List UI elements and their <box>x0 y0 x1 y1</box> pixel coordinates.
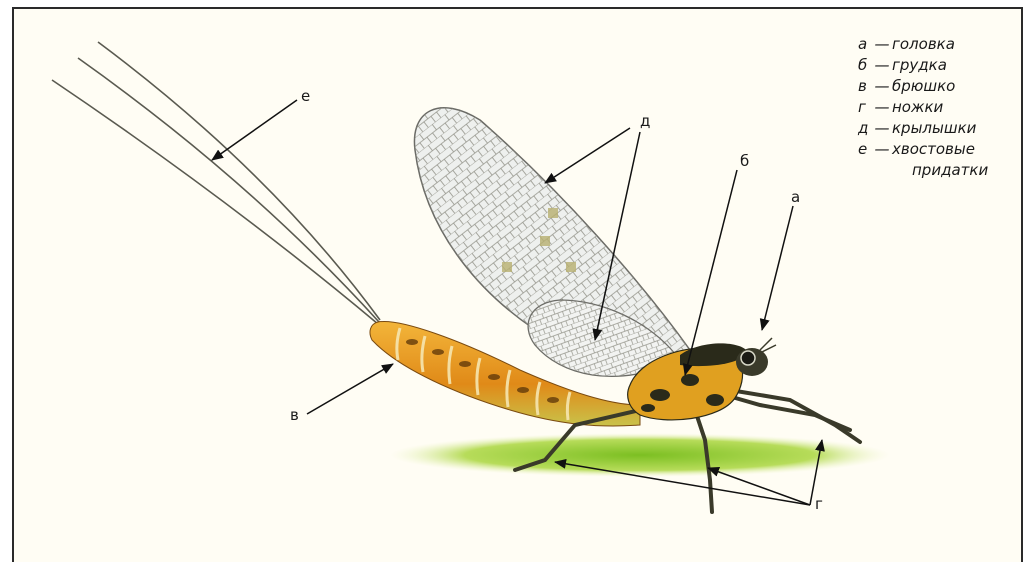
legend-item: д—крылышки <box>858 118 988 139</box>
label-abdomen-v: в <box>290 406 299 424</box>
tail-filaments <box>52 42 380 324</box>
label-legs-g: г <box>815 495 823 513</box>
head <box>736 338 776 376</box>
legend-item: г—ножки <box>858 97 988 118</box>
label-tail-e: е <box>301 87 310 105</box>
label-head-a: а <box>791 188 800 206</box>
label-wings-d: д <box>640 112 650 130</box>
legend-item-continuation: придатки <box>858 160 988 181</box>
grass-patch <box>390 433 890 477</box>
legend: а—головка б—грудка в—брюшко г—ножки д—кр… <box>858 34 988 181</box>
label-thorax-b: б <box>740 152 749 170</box>
legend-item: б—грудка <box>858 55 988 76</box>
legend-item: а—головка <box>858 34 988 55</box>
legend-item: в—брюшко <box>858 76 988 97</box>
legend-item: е—хвостовые <box>858 139 988 160</box>
